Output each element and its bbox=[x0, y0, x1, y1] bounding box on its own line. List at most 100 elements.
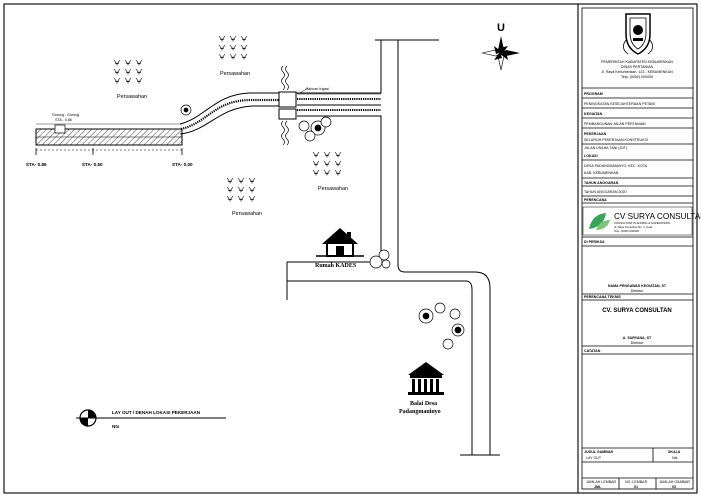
rice-plant-icon bbox=[237, 177, 245, 184]
rumah-kades-label: Rumah KADES bbox=[315, 263, 357, 269]
village-hall-icon bbox=[408, 362, 444, 395]
rice-plant-icon bbox=[323, 169, 331, 176]
map-area: U bbox=[26, 22, 520, 456]
rice-plant-icon bbox=[124, 77, 132, 84]
catatan-label: CATATAN bbox=[584, 349, 601, 353]
tahun-value: TAHUN ANGGARAN 2020 bbox=[584, 190, 626, 194]
kegiatan-label: KEGIATAN bbox=[584, 112, 603, 116]
lokasi-value-2: KAB. KEBUMENKAN bbox=[584, 171, 619, 175]
rice-plant-icon bbox=[312, 151, 320, 158]
program-value: PENINGKATAN KESEJAHTERAAN PETANI bbox=[584, 102, 655, 106]
company-tagline-3: Telp. (0000) 000000 bbox=[614, 229, 639, 233]
rice-plant-icon bbox=[135, 59, 143, 66]
konsultan-label: PERENCANA TEKNIS bbox=[584, 295, 621, 299]
tree-cluster-1 bbox=[180, 104, 465, 350]
regency-emblem-icon bbox=[623, 13, 653, 55]
title-block bbox=[581, 7, 694, 490]
lembar-value-2: 01 bbox=[634, 485, 638, 489]
skala-value: Nts bbox=[672, 456, 678, 460]
irrigation-channel: Saluran Irigasi bbox=[179, 65, 382, 146]
rice-plant-icon bbox=[323, 151, 331, 158]
north-letter: U bbox=[497, 22, 505, 34]
direktur-role: Direktur bbox=[631, 341, 644, 345]
program-label: PROGRAM bbox=[584, 92, 603, 96]
rice-plant-icon bbox=[113, 59, 121, 66]
agency-line-2: DINAS PERTANIAN bbox=[621, 65, 654, 69]
lembar-label-1: JUMLAH LEMBAR bbox=[586, 480, 617, 484]
skala-label: SKALA bbox=[668, 450, 681, 454]
diperiksa-label: DI PERIKSA bbox=[584, 240, 605, 244]
pptk-name: NAMA PENGAWAS KEGIATAN, ST bbox=[608, 284, 667, 288]
lembar-value-1: JML bbox=[594, 485, 602, 489]
sta-label-1: STA- 0.86 bbox=[26, 162, 47, 167]
rice-plant-icon bbox=[226, 186, 234, 193]
sheet-border bbox=[3, 3, 698, 494]
persawahan-label-1: Persawahan bbox=[220, 71, 250, 77]
rice-plant-icon bbox=[229, 35, 237, 42]
company-tagline-2: Jl. Raya Konsultan No. 1, Kota bbox=[614, 225, 653, 229]
rice-plant-icon bbox=[248, 177, 256, 184]
lembar-label-3: JUMLAH GAMBAR bbox=[659, 480, 690, 484]
agency-line-3: Jl. Raya Kebumenkan, 123 - KEBUMENKAN bbox=[601, 70, 673, 74]
sta-label-2: STA- 0.50 bbox=[82, 162, 103, 167]
rice-plant-icon bbox=[226, 195, 234, 202]
rice-plant-icon bbox=[240, 53, 248, 60]
rice-plant-icon bbox=[323, 160, 331, 167]
persawahan-label-2: Persawahan bbox=[117, 94, 147, 100]
rice-plant-icon bbox=[229, 53, 237, 60]
agency-header: PEMERINTAH KABUPATEN KEBUMENKAN DINAS PE… bbox=[601, 60, 673, 79]
judul-label: JUDUL GAMBAR bbox=[584, 450, 613, 454]
rice-plant-icon bbox=[124, 59, 132, 66]
rice-plant-icon bbox=[229, 44, 237, 51]
approval-fields: DI PERIKSA NAMA PENGAWAS KEGIATAN, ST Di… bbox=[584, 240, 690, 489]
agency-line-4: Telp. (0000) 000000 bbox=[621, 75, 653, 79]
rice-plant-icon bbox=[240, 35, 248, 42]
rice-plant-icon bbox=[135, 77, 143, 84]
rice-plant-icon bbox=[226, 177, 234, 184]
rice-plant-icon bbox=[334, 160, 342, 167]
pekerjaan-value-2: JALAN USAHA TANI (JUT) bbox=[584, 146, 627, 150]
rice-plant-icon bbox=[113, 68, 121, 75]
konsultan-name: CV. SURYA CONSULTAN bbox=[602, 308, 672, 314]
company-logo: CV SURYA CONSULTAN CONSULTANT PLANNING &… bbox=[582, 206, 701, 236]
persawahan-label-3: Persawahan bbox=[318, 186, 348, 192]
legend: LAY OUT / DENAH LOKASI PEKERJAAN Nts bbox=[76, 409, 226, 429]
north-arrow-icon: U bbox=[481, 22, 520, 71]
legend-title: LAY OUT / DENAH LOKASI PEKERJAAN bbox=[112, 410, 201, 415]
balai-desa-label-1: Balai Desa bbox=[410, 401, 437, 407]
kegiatan-value: PEMBANGUNAN JALAN PERTANIAN bbox=[584, 122, 646, 126]
rice-plant-icon bbox=[334, 151, 342, 158]
rice-plant-icon bbox=[124, 68, 132, 75]
perencana-label: PERENCANA bbox=[584, 198, 607, 202]
persawahan-label-4: Persawahan bbox=[232, 211, 262, 217]
rice-plant-icon bbox=[240, 44, 248, 51]
house-icon bbox=[316, 228, 364, 257]
rice-plant-icon bbox=[218, 53, 226, 60]
rice-plant-icon bbox=[218, 44, 226, 51]
lokasi-value-1: DESA PADANGMANINYO, KEC. KOTA bbox=[584, 164, 648, 168]
lembar-value-3: 03 bbox=[672, 485, 676, 489]
pptk-role: Direktur bbox=[631, 289, 644, 293]
pekerjaan-value-1: SELURUH PEKERJAAN KONSTRUKSI bbox=[584, 138, 648, 142]
company-tagline-1: CONSULTANT PLANNING & SUPERVISION bbox=[614, 221, 670, 225]
rice-plant-icon bbox=[334, 169, 342, 176]
rice-field-symbols bbox=[113, 35, 342, 202]
rice-plant-icon bbox=[135, 68, 143, 75]
main-road bbox=[286, 39, 500, 456]
title-block-fields: PROGRAM PENINGKATAN KESEJAHTERAAN PETANI… bbox=[584, 92, 655, 202]
rice-plant-icon bbox=[237, 186, 245, 193]
rice-plant-icon bbox=[218, 35, 226, 42]
leaf-icon bbox=[589, 213, 606, 229]
pekerjaan-label: PEKERJAAN bbox=[584, 132, 607, 136]
saluran-label: Saluran Irigasi bbox=[306, 87, 329, 91]
direktur-name: A. SURYANA, ST bbox=[623, 336, 652, 340]
agency-line-1: PEMERINTAH KABUPATEN KEBUMENKAN bbox=[601, 60, 673, 64]
rice-plant-icon bbox=[248, 186, 256, 193]
judul-value: LAY OUT bbox=[586, 456, 602, 460]
rice-plant-icon bbox=[248, 195, 256, 202]
balai-desa-label-2: Padangmaninyo bbox=[399, 409, 441, 415]
rice-plant-icon bbox=[312, 160, 320, 167]
